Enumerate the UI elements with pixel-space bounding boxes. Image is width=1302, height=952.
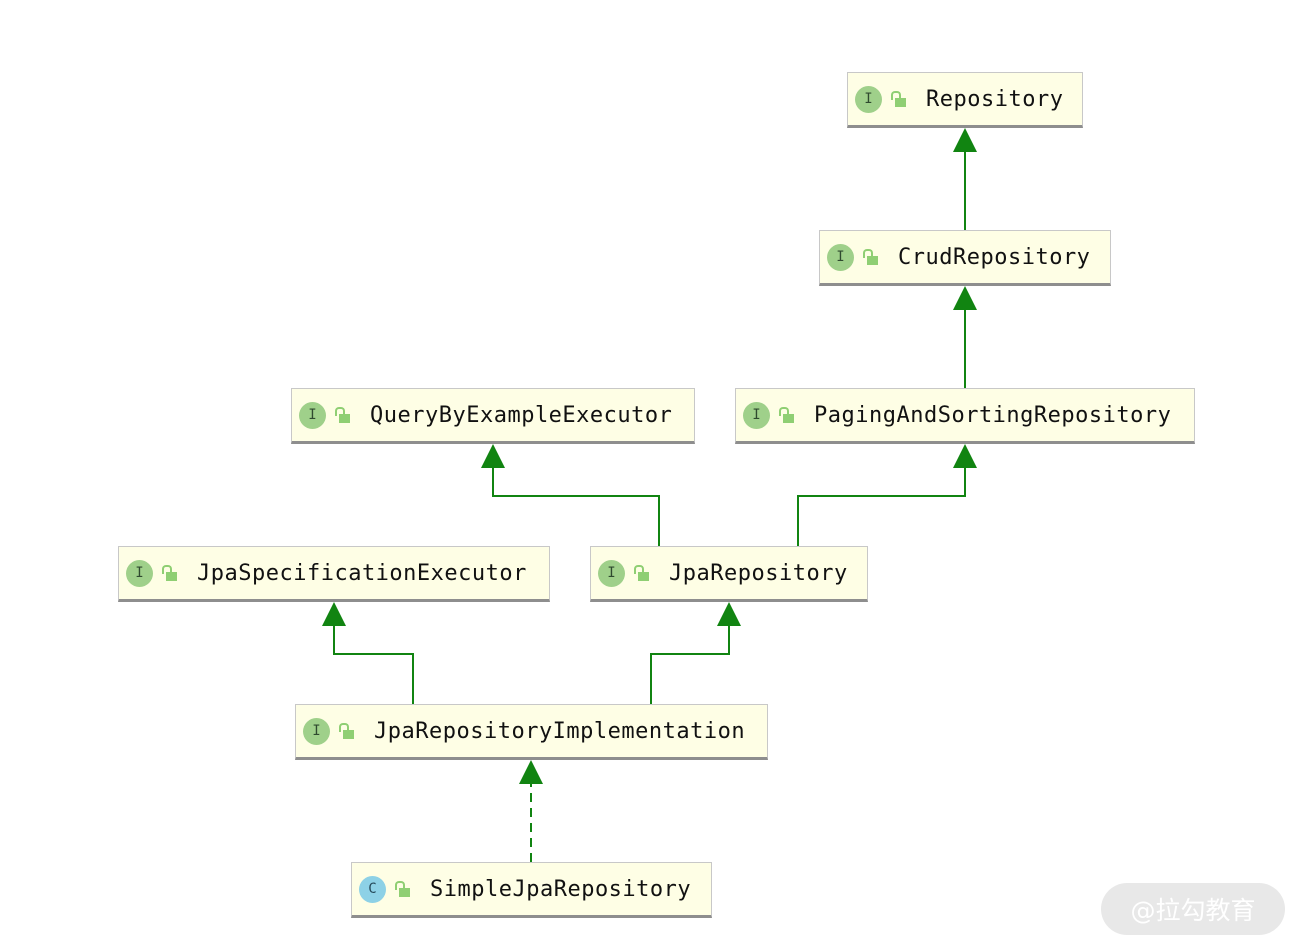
node-label: PagingAndSortingRepository <box>814 402 1172 428</box>
interface-icon: I <box>827 243 854 271</box>
edge-jparepo-to-paging <box>797 466 966 546</box>
public-lock-icon <box>339 721 355 741</box>
interface-icon: I <box>855 85 882 113</box>
edge-jpaimpl-to-jparepo-arrowhead <box>717 602 741 626</box>
node-label: CrudRepository <box>898 244 1091 270</box>
interface-icon: I <box>743 401 770 429</box>
node-label: QueryByExampleExecutor <box>370 402 673 428</box>
public-lock-icon <box>891 89 907 109</box>
edge-jpaimpl-to-jpaspec-arrowhead <box>322 602 346 626</box>
interface-icon: I <box>299 401 326 429</box>
node-paging-and-sorting-repository[interactable]: I PagingAndSortingRepository <box>735 388 1195 444</box>
public-lock-icon <box>335 405 351 425</box>
interface-icon: I <box>303 717 330 745</box>
public-lock-icon <box>863 247 879 267</box>
node-label: JpaSpecificationExecutor <box>197 560 527 586</box>
edge-jpaimpl-to-jparepo <box>650 624 730 704</box>
class-icon: C <box>359 875 386 903</box>
public-lock-icon <box>395 879 411 899</box>
interface-icon: I <box>126 559 153 587</box>
node-label: Repository <box>926 86 1064 112</box>
node-repository[interactable]: I Repository <box>847 72 1083 128</box>
edge-jparepo-to-qbe <box>492 466 660 546</box>
edge-jparepo-to-qbe-arrowhead <box>481 444 505 468</box>
node-crud-repository[interactable]: I CrudRepository <box>819 230 1111 286</box>
edge-jpaimpl-to-jpaspec <box>333 624 414 704</box>
edge-crud-to-repository-arrowhead <box>953 128 977 152</box>
node-simple-jpa-repository[interactable]: C SimpleJpaRepository <box>351 862 712 918</box>
node-label: JpaRepositoryImplementation <box>374 718 746 744</box>
public-lock-icon <box>779 405 795 425</box>
node-jpa-repository[interactable]: I JpaRepository <box>590 546 868 602</box>
edge-simple-to-jpaimpl-arrowhead <box>519 760 543 784</box>
node-query-by-example-executor[interactable]: I QueryByExampleExecutor <box>291 388 695 444</box>
node-jpa-specification-executor[interactable]: I JpaSpecificationExecutor <box>118 546 550 602</box>
public-lock-icon <box>634 563 650 583</box>
interface-icon: I <box>598 559 625 587</box>
node-label: JpaRepository <box>669 560 848 586</box>
public-lock-icon <box>162 563 178 583</box>
watermark: @拉勾教育 <box>1101 883 1285 935</box>
edge-paging-to-crud-arrowhead <box>953 286 977 310</box>
edge-jparepo-to-paging-arrowhead <box>953 444 977 468</box>
node-label: SimpleJpaRepository <box>430 876 692 902</box>
node-jpa-repository-implementation[interactable]: I JpaRepositoryImplementation <box>295 704 768 760</box>
